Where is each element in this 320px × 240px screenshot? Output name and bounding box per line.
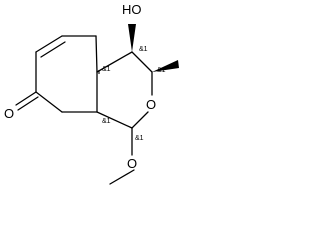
- bond-o2-c1: [131, 111, 149, 129]
- stereo-mark-c8a: &1: [102, 118, 111, 125]
- stereo-mark-c3: &1: [157, 67, 166, 74]
- bond-c7-c8: [35, 91, 63, 113]
- bond-c4a-c4: [96, 51, 133, 73]
- structure-canvas: HO O O O &1 &1 &1 &1 &1: [4, 2, 179, 185]
- bond-c7-o-ketone: [15, 91, 37, 106]
- bond-c5-c6-double: [40, 41, 66, 58]
- hydroxyl-label: HO: [122, 2, 142, 17]
- stereo-mark-c1: &1: [135, 135, 144, 142]
- bond-c4a-c5: [95, 35, 98, 73]
- bond-o-methyl: [109, 169, 135, 185]
- bond-c5-c6: [35, 35, 63, 53]
- stereo-mark-c4: &1: [139, 46, 148, 53]
- skeletal-formula: HO O O O &1 &1 &1 &1 &1: [4, 2, 179, 185]
- ketone-oxygen-label: O: [4, 106, 14, 121]
- methoxy-oxygen-label: O: [127, 156, 137, 171]
- wedge-bond-c3-methyl: [152, 60, 179, 72]
- bond-c7-o-ketone-double: [17, 96, 39, 111]
- ring-oxygen-label: O: [146, 97, 156, 112]
- bond-c4-c3: [131, 51, 153, 73]
- wedge-bond-c4-oh: [128, 24, 136, 52]
- bond-c1-c8a: [96, 111, 133, 129]
- stereo-mark-c4a: &1: [102, 66, 111, 73]
